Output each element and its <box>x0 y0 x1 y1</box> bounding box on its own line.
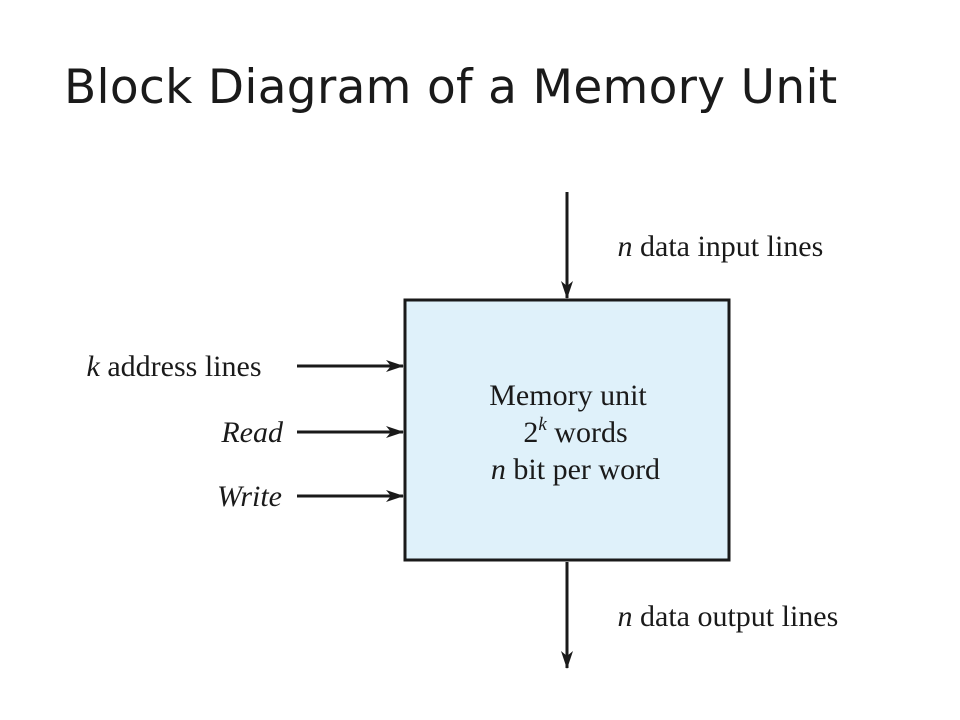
address-var: k <box>87 350 101 383</box>
bits-var: n <box>491 453 506 486</box>
data-output-label: n data output lines <box>580 600 861 633</box>
words-count-label: 2k words <box>486 414 650 449</box>
data-output-text: data output lines <box>633 600 839 633</box>
read-label: Read <box>220 416 284 449</box>
words-base: 2 <box>523 416 538 449</box>
memory-unit-label: Memory unit <box>489 379 647 412</box>
data-output-var: n <box>618 600 633 633</box>
memory-unit-box <box>403 298 731 562</box>
bits-per-word-label: n bit per word <box>453 453 682 486</box>
data-input-var: n <box>618 230 633 263</box>
data-input-text: data input lines <box>633 230 824 263</box>
write-label: Write <box>217 480 282 513</box>
bits-text: bit per word <box>506 453 660 486</box>
slide-title: Block Diagram of a Memory Unit <box>64 60 838 115</box>
address-lines-label: k address lines <box>49 350 284 383</box>
words-text: words <box>547 416 628 449</box>
address-text: address lines <box>100 350 262 383</box>
data-input-label: n data input lines <box>580 230 846 263</box>
words-exponent: k <box>538 414 547 435</box>
